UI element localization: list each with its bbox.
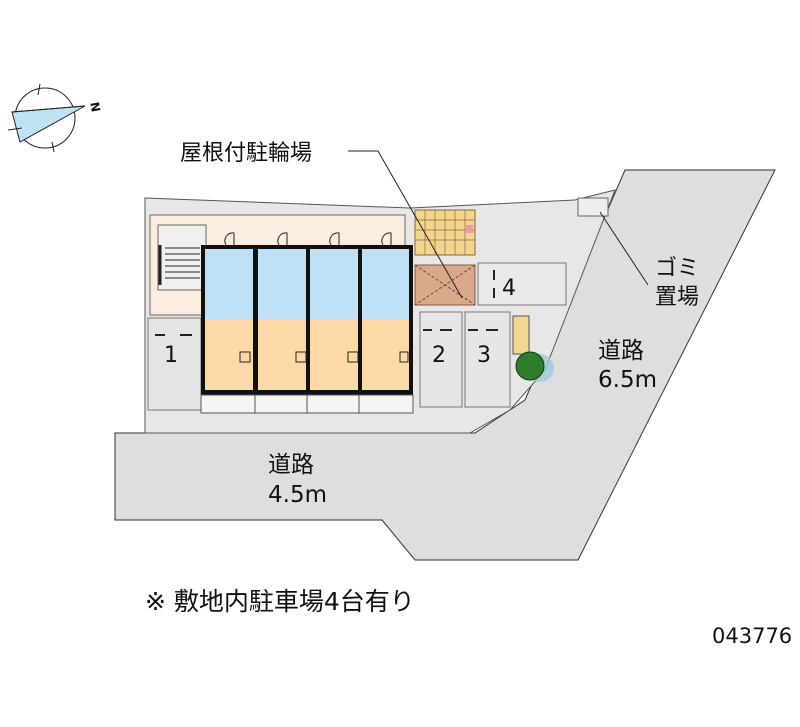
south-road-width: 4.5m <box>268 482 327 508</box>
east-road-width: 6.5m <box>598 367 657 393</box>
road-area <box>114 169 776 561</box>
parking-note: ※ 敷地内駐車場4台有り <box>145 587 415 616</box>
tree-icon <box>515 351 545 381</box>
property-code: 043776 <box>712 624 792 648</box>
stairs <box>158 245 200 285</box>
south-road-label: 道路 <box>268 452 314 478</box>
north-label: N <box>87 101 103 113</box>
garbage-label-2: 置場 <box>655 285 699 310</box>
compass-icon: N <box>7 83 103 153</box>
building <box>200 232 414 414</box>
east-road-label: 道路 <box>598 338 644 364</box>
parking-space-4: 4 <box>502 276 516 301</box>
parking-space-3: 3 <box>477 343 491 368</box>
parking-space-1: 1 <box>164 343 178 368</box>
bike-shelter-label: 屋根付駐輪場 <box>180 141 312 166</box>
garbage-label-1: ゴミ <box>655 256 699 281</box>
parking-space-2: 2 <box>432 343 446 368</box>
